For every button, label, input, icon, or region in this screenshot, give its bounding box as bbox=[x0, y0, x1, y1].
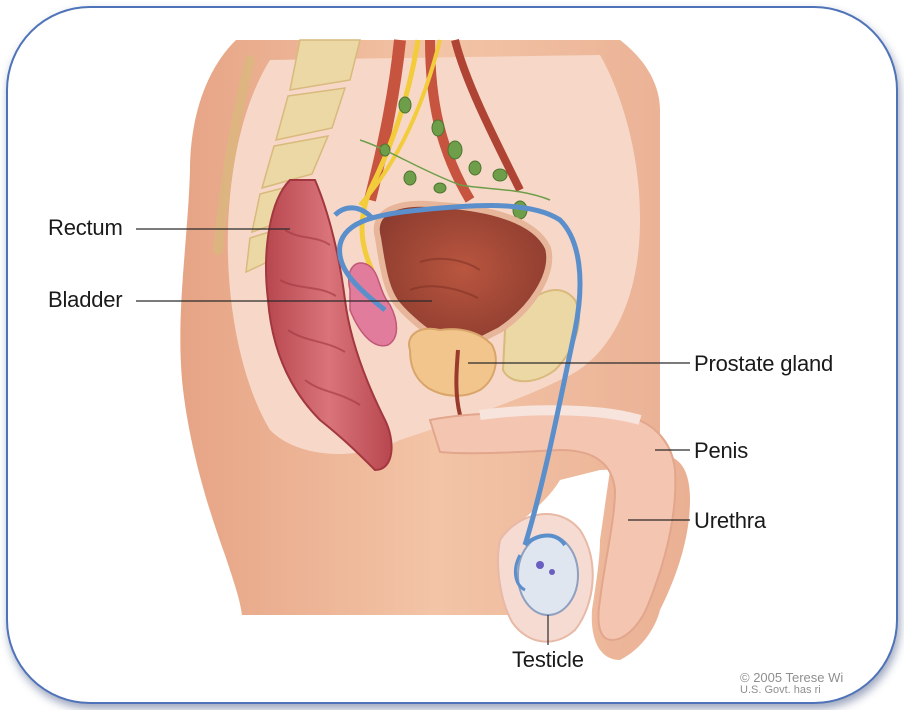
label-bladder: Bladder bbox=[48, 287, 122, 313]
copyright-credit: © 2005 Terese Wi U.S. Govt. has ri bbox=[740, 671, 868, 701]
label-prostate-gland: Prostate gland bbox=[694, 351, 833, 377]
testicle bbox=[518, 535, 578, 615]
credit-line-1: © 2005 Terese Wi bbox=[740, 671, 868, 684]
credit-line-2: U.S. Govt. has ri bbox=[740, 684, 868, 697]
label-testicle: Testicle bbox=[512, 647, 584, 673]
label-rectum: Rectum bbox=[48, 215, 123, 241]
label-penis: Penis bbox=[694, 438, 748, 464]
label-urethra: Urethra bbox=[694, 508, 766, 534]
